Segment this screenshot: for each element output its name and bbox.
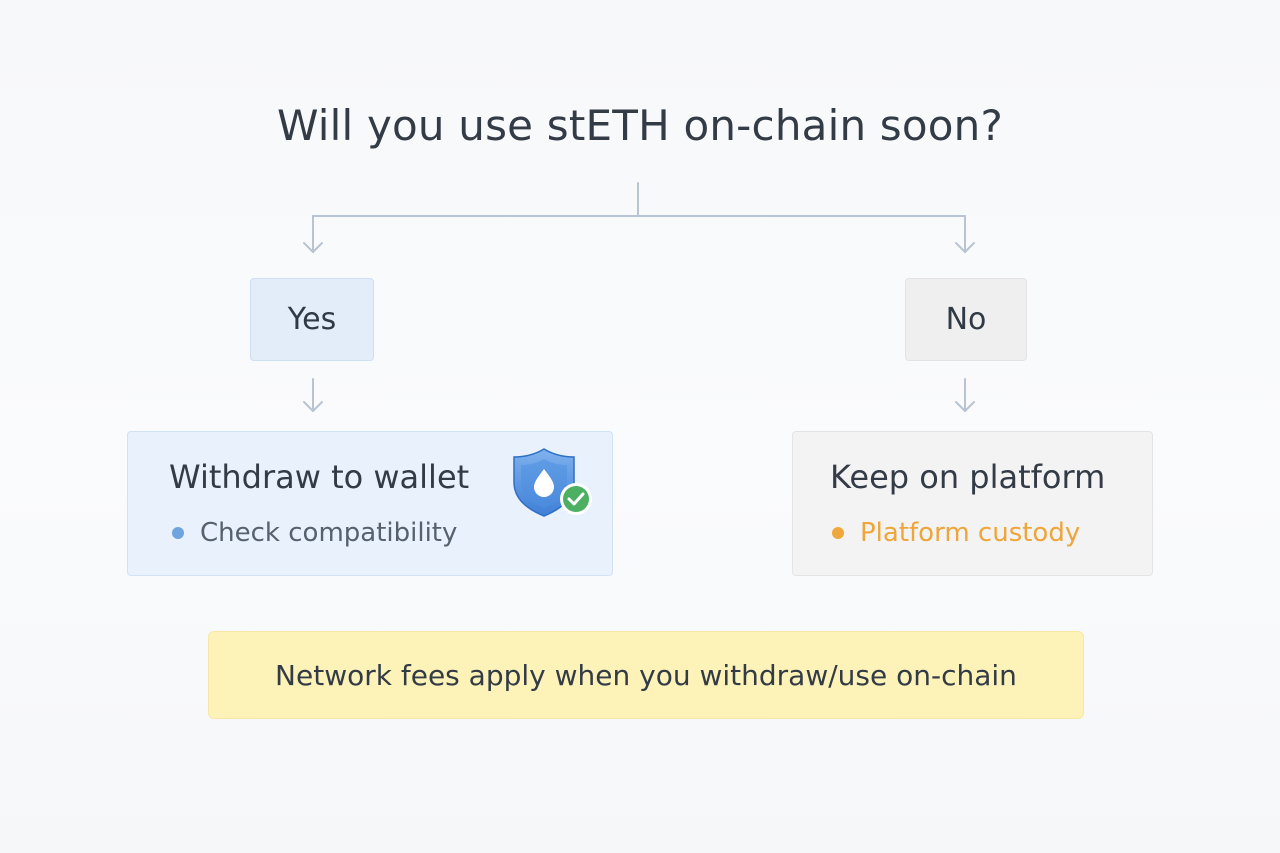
outcome-withdraw-title: Withdraw to wallet xyxy=(169,458,470,496)
outcome-keep-title: Keep on platform xyxy=(830,458,1106,496)
no-arrowhead xyxy=(955,242,975,253)
yes-arrowhead xyxy=(303,242,323,253)
network-fee-note: Network fees apply when you withdraw/use… xyxy=(208,631,1084,719)
bullet-dot-orange xyxy=(832,527,844,539)
answer-no-box: No xyxy=(905,278,1027,361)
answer-yes-box: Yes xyxy=(250,278,374,361)
outcome-keep-bullet: Platform custody xyxy=(832,516,1080,550)
question-title: Will you use stETH on-chain soon? xyxy=(277,101,1003,150)
bullet-dot-blue xyxy=(172,527,184,539)
outcome-withdraw-bullet-text: Check compatibility xyxy=(200,518,458,548)
shield-drop-check-icon xyxy=(513,448,592,517)
no-outcome-arrowhead xyxy=(955,401,975,412)
answer-yes-label: Yes xyxy=(287,302,337,337)
outcome-withdraw-bullet: Check compatibility xyxy=(172,516,457,550)
yes-outcome-arrowhead xyxy=(303,401,323,412)
outcome-keep-bullet-text: Platform custody xyxy=(860,518,1081,548)
outcome-keep-card: Keep on platform Platform custody xyxy=(792,431,1153,576)
outcome-withdraw-card: Withdraw to wallet Check compatibility xyxy=(127,431,613,576)
network-fee-note-text: Network fees apply when you withdraw/use… xyxy=(275,658,1017,692)
answer-no-label: No xyxy=(945,302,987,337)
